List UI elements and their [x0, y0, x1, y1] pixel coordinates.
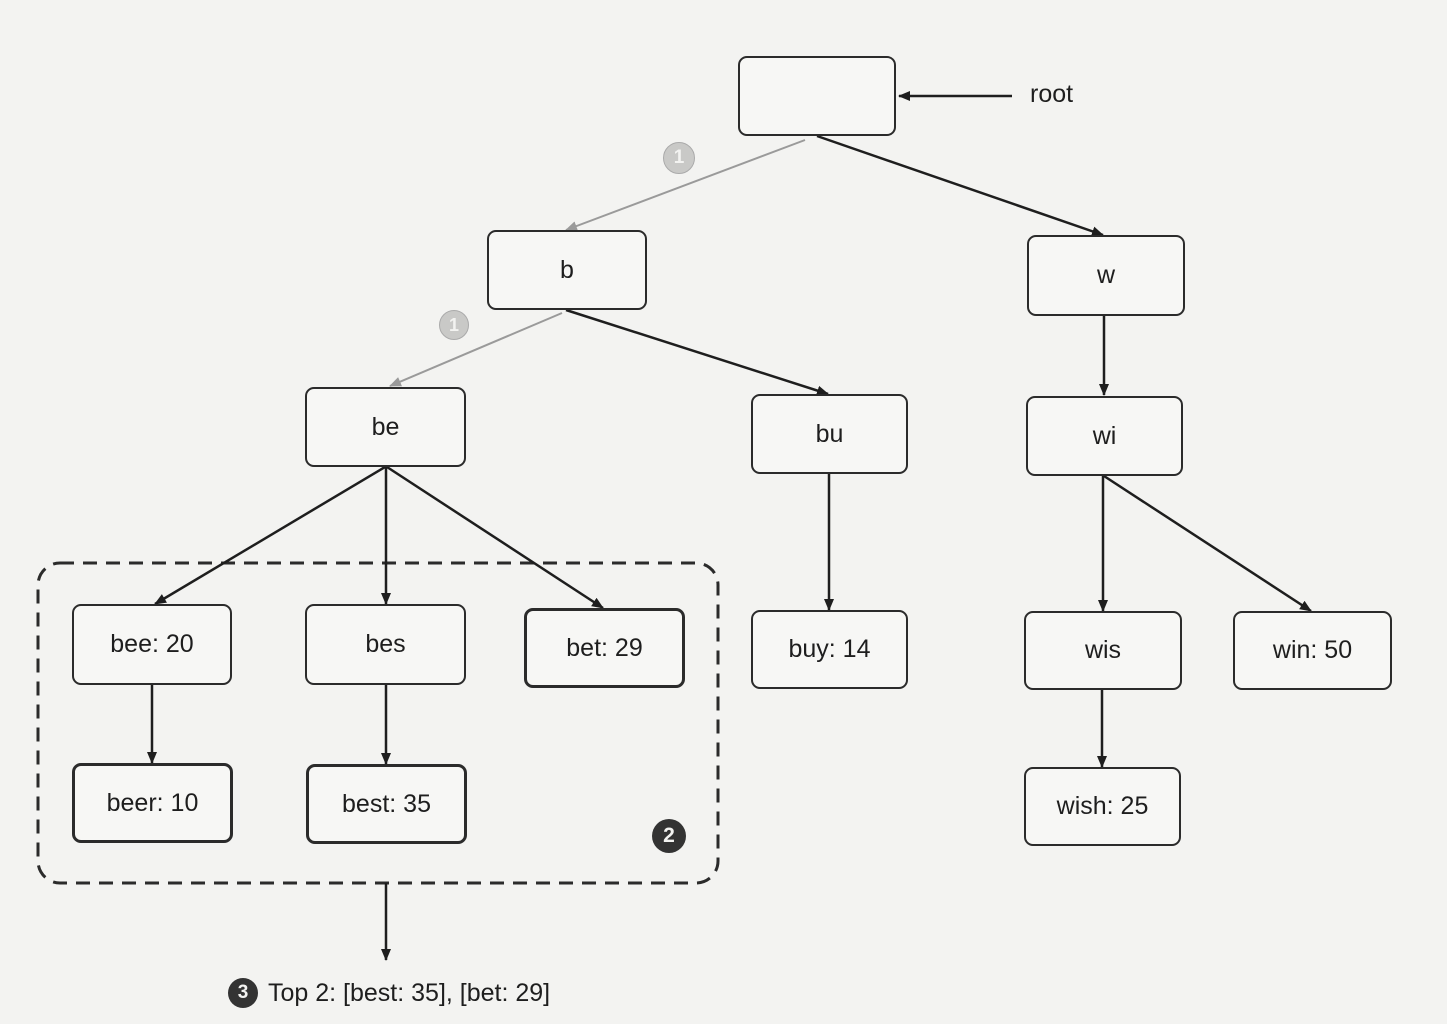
search-region	[36, 561, 720, 885]
result-text: Top 2: [best: 35], [bet: 29]	[268, 978, 551, 1007]
trie-node-wish: wish: 25	[1024, 767, 1181, 846]
trie-node-bee: bee: 20	[72, 604, 232, 685]
trie-node-win: win: 50	[1233, 611, 1392, 690]
edge-root-b-traversal	[565, 139, 806, 231]
trie-node-best: best: 35	[306, 764, 467, 844]
trie-node-beer: beer: 10	[72, 763, 233, 843]
result-line: 3 Top 2: [best: 35], [bet: 29]	[228, 976, 550, 1010]
step-1-badge: 1	[663, 142, 695, 174]
edge-be-bee	[154, 465, 386, 606]
trie-node-bet: bet: 29	[524, 608, 685, 688]
root-label: root	[1030, 80, 1074, 108]
edge-be-bet	[386, 465, 604, 610]
trie-node-root	[738, 56, 896, 136]
step-3-badge: 3	[228, 978, 258, 1008]
step-1-badge-second: 1	[439, 310, 469, 340]
step-2-badge: 2	[652, 819, 686, 853]
trie-node-wi: wi	[1026, 396, 1183, 476]
trie-node-bes: bes	[305, 604, 466, 685]
edge-root-w	[816, 134, 1104, 237]
edge-wi-win	[1103, 474, 1312, 613]
trie-node-buy: buy: 14	[751, 610, 908, 689]
trie-node-wis: wis	[1024, 611, 1182, 690]
edge-b-bu	[565, 308, 829, 396]
edge-b-be-traversal	[389, 312, 563, 387]
trie-node-b: b	[487, 230, 647, 310]
trie-node-w: w	[1027, 235, 1185, 316]
trie-node-bu: bu	[751, 394, 908, 474]
trie-node-be: be	[305, 387, 466, 467]
